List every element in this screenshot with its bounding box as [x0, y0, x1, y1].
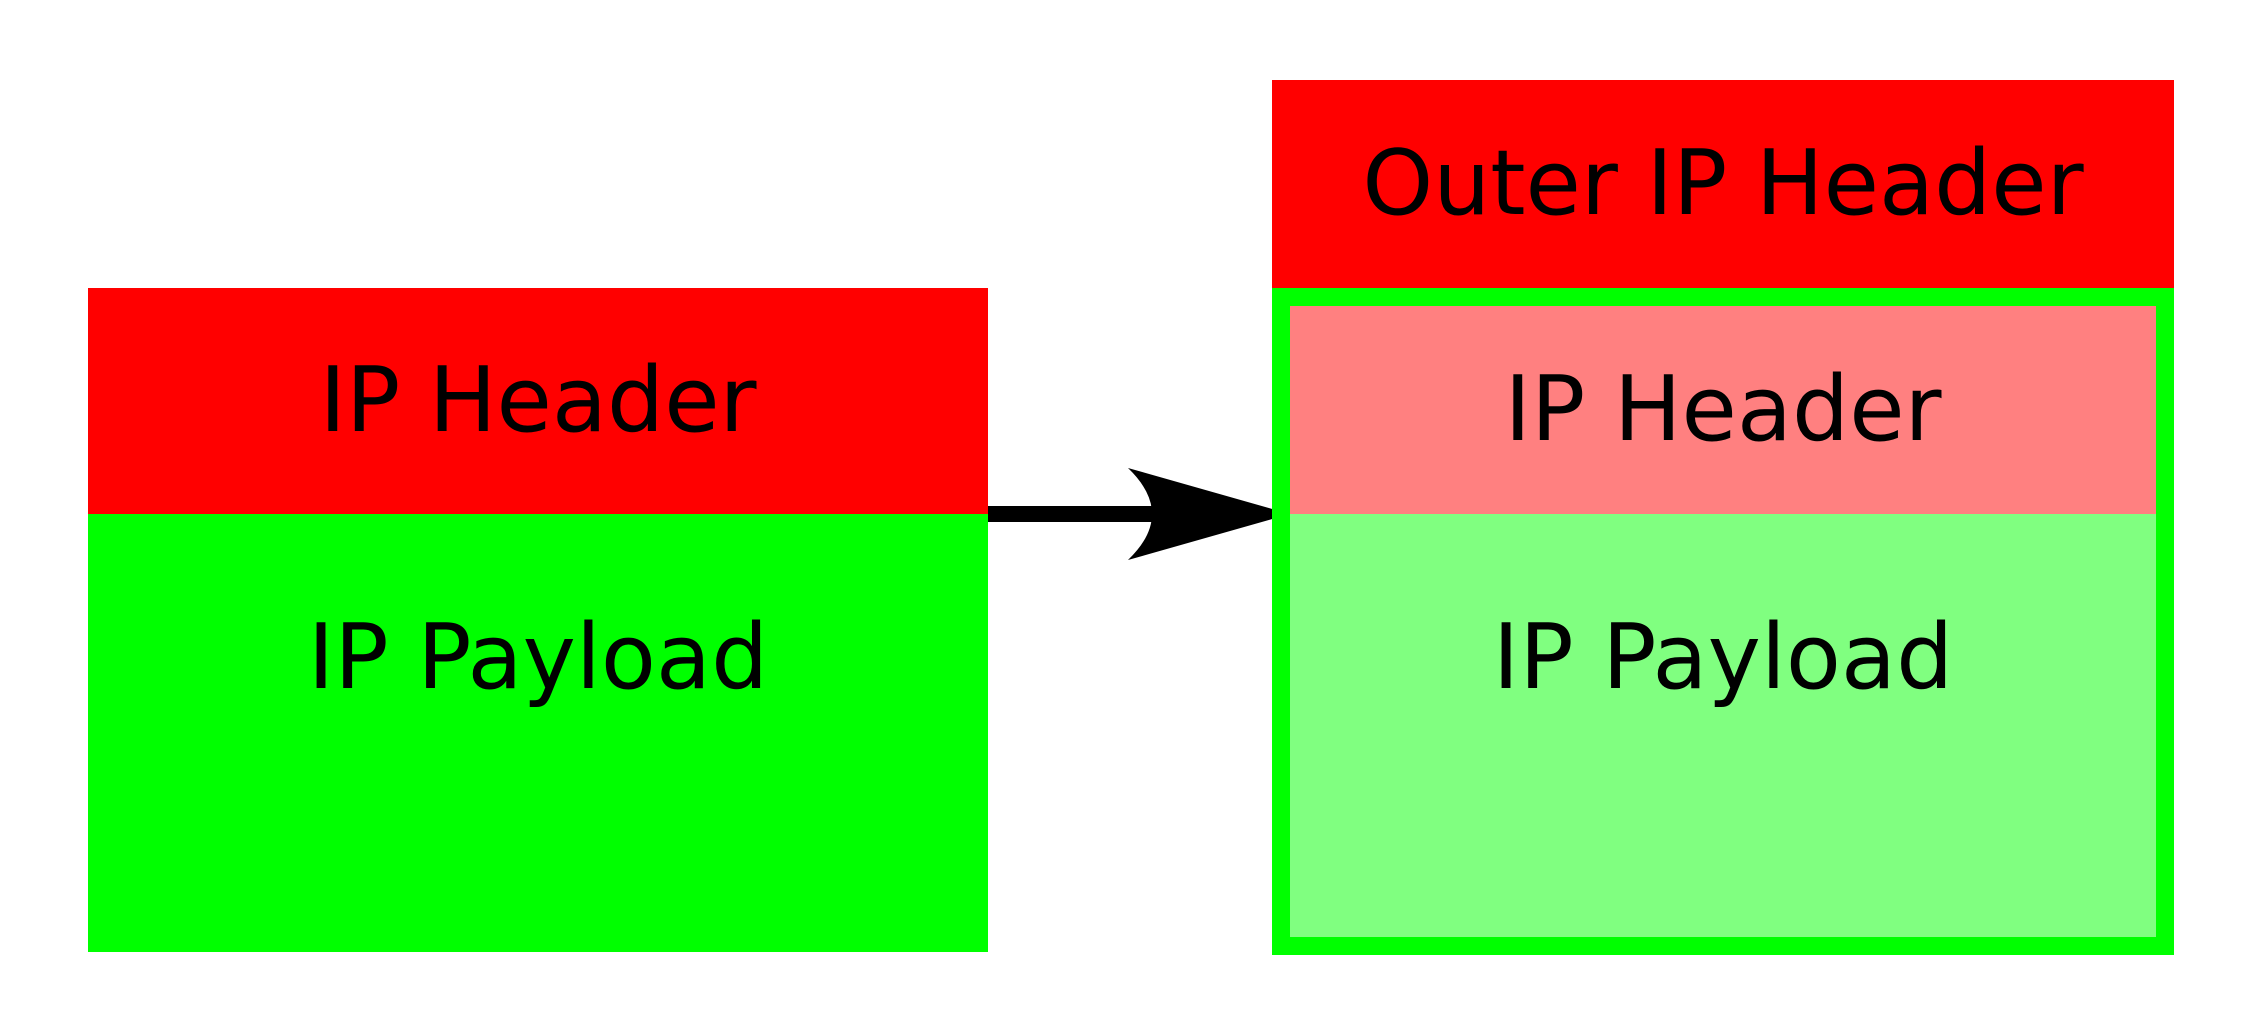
outer-ip-header-label: Outer IP Header — [1362, 131, 2084, 236]
inner-ip-payload-label: IP Payload — [1492, 605, 1954, 710]
inner-ip-header: IP Header — [1290, 306, 2156, 514]
original-ip-payload: IP Payload — [88, 514, 988, 952]
original-ip-header: IP Header — [88, 288, 988, 514]
arrow-head — [1128, 468, 1290, 560]
original-ip-payload-label: IP Payload — [307, 605, 769, 710]
inner-ip-header-label: IP Header — [1504, 357, 1942, 462]
outer-ip-header: Outer IP Header — [1272, 80, 2174, 288]
inner-ip-payload: IP Payload — [1290, 514, 2156, 937]
original-ip-header-label: IP Header — [319, 348, 757, 453]
